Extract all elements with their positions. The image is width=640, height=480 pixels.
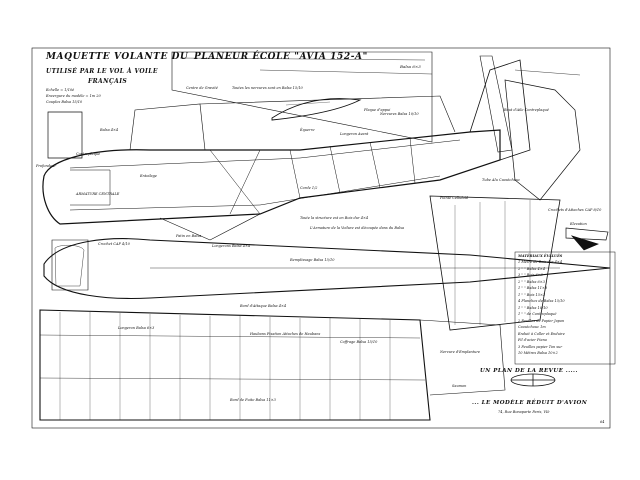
label-pointe: Pointe Celluloïd — [440, 196, 469, 200]
label-haubans-fixation: Haubans Fixation Attaches de Haubans — [250, 332, 321, 336]
main-wing-planform — [39, 309, 506, 421]
label-fuselage-note: Toutes les nervures sont en Balsa 15/10 — [232, 86, 303, 90]
label-saumon: Saumon — [452, 384, 467, 388]
label-entoilage: Entoilage — [140, 174, 157, 178]
material-item: 2 Feuilles de Papier Japon — [518, 318, 565, 323]
sheet-number: 64 — [600, 420, 605, 424]
material-item: 3 Feuilles papier Ton sur — [518, 344, 563, 349]
title-line-1: MAQUETTE VOLANTE DU — [46, 52, 189, 62]
upper-wing-drawing — [171, 51, 433, 143]
label-centre-gravite: Centre de Gravité — [186, 86, 218, 90]
material-item: 1 " " Balsa 11×3 — [518, 286, 548, 290]
material-item: 1 " " Balsa 10/10 — [518, 305, 548, 310]
fin-planform — [504, 79, 581, 201]
label-equerre: Équerre — [300, 128, 315, 132]
label-bord-fuite: Bord de Fuite Balsa 11×3 — [230, 398, 276, 402]
subtitle-line-1: UTILISÉ PAR LE VOL À VOILE — [46, 68, 158, 75]
label-longeron-balsa: Longeron Balsa 6×3 — [118, 326, 155, 330]
label-patin: Patin en Balsa — [176, 234, 202, 238]
label-longeron-avant: Longeron Avant — [340, 132, 369, 136]
fuselage-side-view — [42, 59, 531, 241]
materials-box — [514, 251, 616, 365]
label-coffrage: Coffrage Balsa 15/10 — [340, 340, 378, 344]
label-contreplaque: Contreplaqué — [76, 152, 101, 156]
label-tube: Tube Alu Caoutchouc — [482, 178, 521, 182]
label-centrale: ARMATURE CENTRALE — [76, 192, 120, 196]
elevation-sketch — [565, 227, 609, 251]
label-balsa-4x4: Balsa 4×4 — [100, 128, 119, 132]
label-plaque: Plaque d'appui — [364, 108, 391, 112]
material-item: 2 " " Balsa 6×3 — [518, 279, 545, 284]
plan-revue-label: UN PLAN DE LA REVUE ..... — [480, 368, 578, 374]
stabilizer-planform — [429, 195, 561, 331]
material-item: 4 Planches de Balsa 15/10 — [518, 299, 565, 303]
title-line-2: PLANEUR ÉCOLE "AVIA 152-A" — [194, 52, 368, 62]
fuselage-top-view — [43, 195, 611, 331]
subtitle-line-2: FRANÇAIS — [88, 78, 128, 85]
label-nervure-emplanture: Nervure d'Emplanture — [440, 350, 481, 354]
label-tail-balsa: Balsa 6×3 — [400, 64, 421, 69]
label-construction: L'Armature de la Voilure est découpée da… — [310, 226, 405, 230]
material-item: Fil d'acier Piano — [518, 338, 547, 342]
revue-address: 74, Rue Bonaparte Paris, VIè — [498, 410, 550, 414]
revue-name: ... LE MODÈLE RÉDUIT D'AVION — [472, 400, 588, 406]
materials-list: 1 Mètre de Bois dur 4×4 2 " " Balsa 4×4 … — [518, 260, 613, 358]
material-item: Enduit à Coller et Enduire — [518, 331, 565, 336]
label-bord-attaque: Bord d'Attaque Balsa 4×4 — [240, 304, 287, 308]
label-remplissage: Remplissage Balsa 15/10 — [290, 258, 335, 262]
span-note: Envergure du modèle = 1m 20 — [46, 94, 101, 98]
label-structure: Toute la structure est en Bois dur 4×4 — [300, 216, 369, 220]
sheet-frame — [31, 47, 611, 429]
label-nervures: Nervures Balsa 10/10 — [380, 112, 419, 116]
material-item: 2 " " Balsa 4×4 — [518, 266, 545, 271]
material-item: 3 " " Bois 6×3 — [518, 273, 543, 277]
label-profondeur: Profondeur — [36, 164, 57, 168]
materials-title: MATÉRIAUX ÉVALUÉS — [518, 254, 563, 258]
airfoil-section — [271, 98, 362, 121]
material-item: Caoutchouc 1m — [518, 325, 546, 329]
material-item: 1 " " Bois 15×3 — [518, 292, 546, 297]
seat-former — [51, 239, 89, 291]
material-item: 1 " " de Contreplaqué — [518, 312, 557, 316]
label-longerons: Longerons Balsa 4×4 — [212, 244, 251, 248]
revue-logo — [510, 373, 556, 387]
label-elevation: Elevation — [570, 222, 587, 226]
material-item: 10 Mètres Balsa 10×2 — [518, 351, 558, 355]
material-item: 1 Mètre de Bois dur 4×4 — [518, 260, 563, 264]
label-crochets-attache: Crochets d'Attaches CAP 8/10 — [548, 208, 602, 212]
nose-former — [47, 111, 83, 159]
scale-note: Echelle = 1/10è — [46, 88, 75, 92]
label-corde: Corde 1/2 — [300, 186, 318, 190]
ribs-note: Couples Balsa 15/10 — [46, 100, 83, 104]
label-bout-aile: Bout d'Aile Contreplaqué — [504, 108, 549, 112]
label-crochet: Crochet CAP 4/10 — [98, 242, 130, 246]
